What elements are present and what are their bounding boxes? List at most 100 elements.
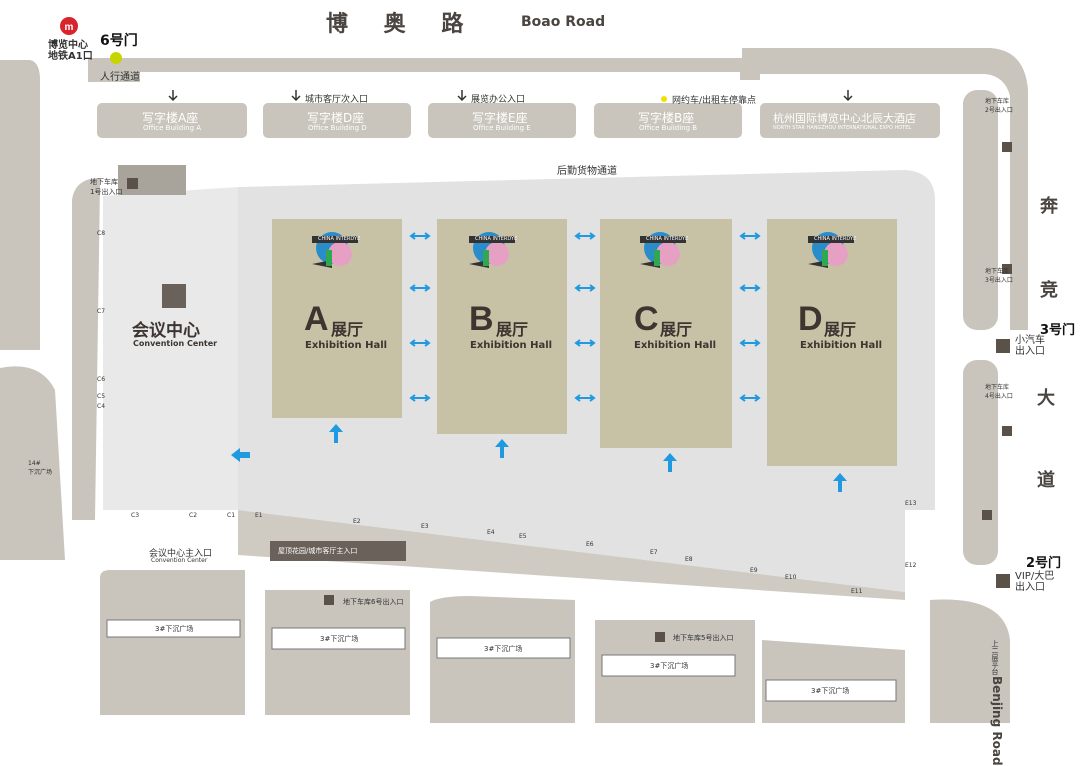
expo-office-entry: 展览办公入口	[471, 95, 526, 105]
entrance-c6: C6	[97, 376, 106, 383]
metro-label-1: 博览中心	[48, 40, 88, 51]
entry-arrows	[231, 424, 847, 492]
entrance-c7: C7	[97, 308, 106, 315]
parking-4-label: 地下车库 4号出入口	[985, 384, 1013, 400]
hall-c-en: Exhibition Hall	[634, 340, 717, 351]
entrance-e4: E4	[487, 529, 495, 536]
plaza-label-2: 3#下沉广场	[320, 635, 359, 643]
double-arrow	[739, 284, 761, 292]
hall-b-letter: B	[469, 300, 494, 338]
convention-block	[103, 187, 238, 510]
city-hall-entry: 城市客厅次入口	[305, 95, 369, 105]
plaza-14-label: 14# 下沉广场	[28, 460, 53, 476]
car-exit-label: 小汽车 出入口	[1015, 335, 1045, 357]
venue-building	[238, 170, 935, 592]
entrance-c3: C3	[131, 512, 140, 519]
roof-garden-label: 屋顶花园/城市客厅主入口	[278, 547, 358, 555]
entrance-e12: E12	[905, 562, 917, 569]
gate-2: 2号门	[1026, 556, 1062, 571]
hall-c-cn: 展厅	[660, 320, 693, 339]
hotel-en: NORTH STAR HANGZHOU INTERNATIONAL EXPO H…	[773, 125, 912, 131]
gate-3: 3号门	[1040, 323, 1076, 338]
parking-3-label: 地下车库 3号出入口	[985, 268, 1013, 284]
building-d-en: Office Building D	[308, 124, 367, 132]
plaza-label-4: 3#下沉广场	[650, 662, 689, 670]
building-e-en: Office Building E	[473, 124, 531, 132]
pedestrian-icon	[110, 52, 122, 64]
hall-d-letter: D	[798, 300, 823, 338]
terrace	[238, 510, 905, 600]
entrance-c4: C4	[97, 403, 106, 410]
logo-text-c: CHINA INTERDYE	[646, 236, 689, 242]
entrance-e8: E8	[685, 556, 693, 563]
double-arrow	[574, 394, 596, 402]
hall-a-en: Exhibition Hall	[305, 340, 388, 351]
pedestrian-label: 人行通道	[100, 72, 140, 83]
convention-icon	[162, 284, 186, 308]
taxi-label: 网约车/出租车停靠点	[672, 96, 757, 106]
double-arrow	[739, 232, 761, 240]
hotel-cn: 杭州国际博览中心北辰大酒店	[773, 112, 916, 125]
convention-en: Convention Center	[133, 339, 218, 348]
entrance-e5: E5	[519, 533, 527, 540]
double-arrow	[739, 394, 761, 402]
double-arrow	[574, 339, 596, 347]
entrance-e13: E13	[905, 500, 917, 507]
hall-c-letter: C	[634, 300, 659, 338]
logistics-label: 后勤货物通道	[557, 166, 617, 177]
top-down-arrows	[168, 90, 853, 102]
plaza-label-5: 3#下沉广场	[811, 687, 850, 695]
double-arrow	[409, 339, 431, 347]
double-arrow	[409, 284, 431, 292]
parking-5-label: 地下车库5号出入口	[673, 634, 734, 642]
entrance-e11: E11	[851, 588, 863, 595]
entrance-e6: E6	[586, 541, 594, 548]
double-arrow	[409, 394, 431, 402]
building-e-cn: 写字楼E座	[472, 111, 528, 125]
vip-exit-label: VIP/大巴 出入口	[1015, 571, 1055, 593]
roof-garden-banner	[270, 541, 406, 561]
convention-entry-en: Convention Center	[151, 557, 208, 564]
entrance-c8: C8	[97, 230, 106, 237]
road-top-en: Boao Road	[521, 14, 606, 30]
entrance-e7: E7	[650, 549, 658, 556]
parking-2-label: 地下车库 2号出入口	[985, 98, 1013, 114]
convention-cn: 会议中心	[132, 321, 200, 341]
svg-text:m: m	[65, 22, 74, 33]
metro-icon	[60, 17, 78, 35]
metro-label-2: 地铁A1口	[48, 51, 93, 62]
entrance-c5: C5	[97, 393, 106, 400]
hall-a-cn: 展厅	[331, 320, 364, 339]
plaza-label-3: 3#下沉广场	[484, 645, 523, 653]
double-arrow	[409, 232, 431, 240]
logo-text-d: CHINA INTERDYE	[814, 236, 857, 242]
road-right-2: 竞	[1040, 280, 1058, 301]
building-a-cn: 写字楼A座	[142, 111, 199, 125]
hall-b-en: Exhibition Hall	[470, 340, 553, 351]
parking-signs	[127, 142, 1012, 642]
road-right-3: 大	[1037, 388, 1055, 409]
building-b-cn: 写字楼B座	[638, 111, 695, 125]
taxi-dot	[661, 96, 667, 102]
building-a-en: Office Building A	[143, 124, 202, 132]
road-right-en: Benjing Road	[990, 676, 1004, 766]
hall-b-cn: 展厅	[496, 320, 529, 339]
building-d-cn: 写字楼D座	[307, 111, 365, 125]
second-floor-label: 上二层平台	[991, 640, 999, 675]
entrance-e3: E3	[421, 523, 429, 530]
sunken-plazas	[106, 619, 897, 702]
corridor-arrows	[409, 232, 761, 402]
entrance-e10: E10	[785, 574, 797, 581]
entrance-e1: E1	[255, 512, 263, 519]
entrance-e9: E9	[750, 567, 758, 574]
hall-d-en: Exhibition Hall	[800, 340, 883, 351]
road-top-cn: 博 奥 路	[326, 12, 478, 37]
parking-1-label: 地下车库 1号出入口	[90, 178, 123, 196]
entrance-e2: E2	[353, 518, 361, 525]
road-right-1: 奔	[1040, 196, 1058, 217]
vip-exit-icon	[996, 574, 1010, 588]
gate-6: 6号门	[100, 33, 138, 49]
convention-entry-cn: 会议中心主入口	[149, 549, 213, 559]
hall-a-letter: A	[304, 300, 329, 338]
double-arrow	[574, 232, 596, 240]
